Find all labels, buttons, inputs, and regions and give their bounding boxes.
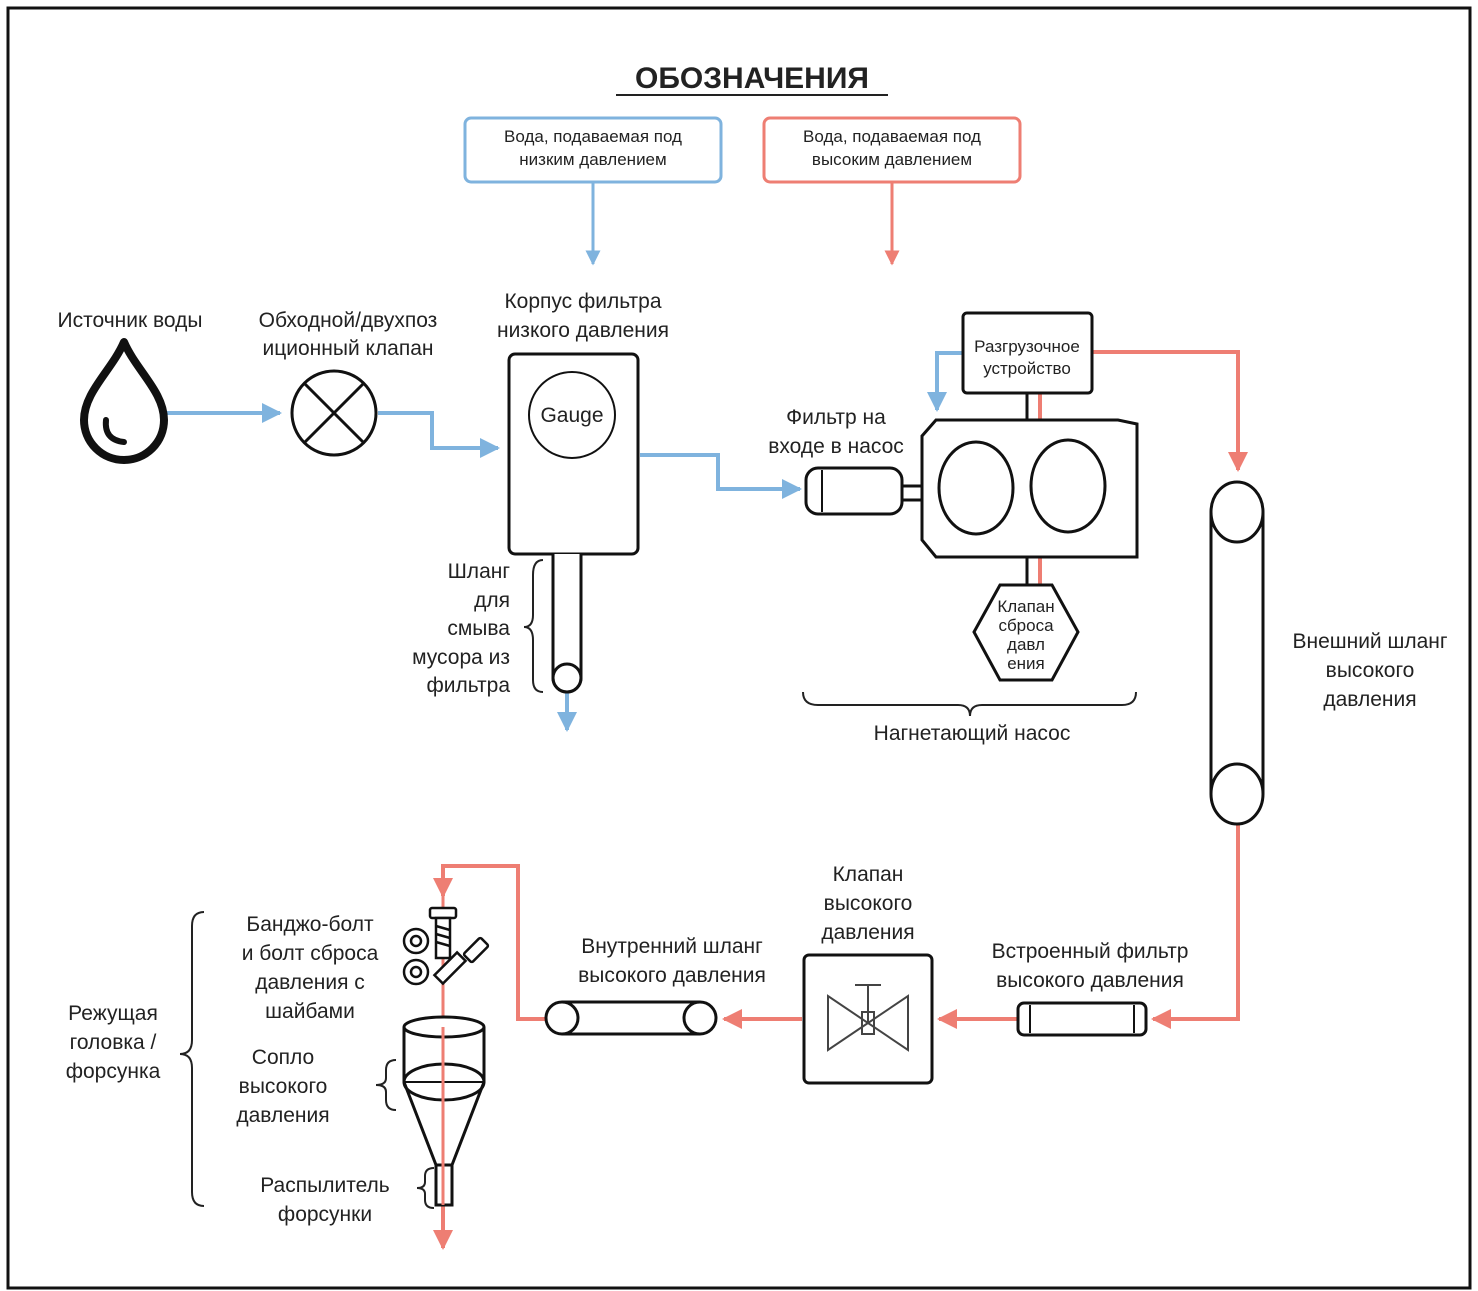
inlet-filter-label-2: входе в насос	[768, 435, 904, 458]
relief-valve-hexagon: Клапан сброса давл ения	[972, 557, 1080, 682]
banjo-bolt-label-1: Банджо-болт	[246, 913, 374, 936]
internal-hose-label-2: высокого давления	[578, 964, 766, 987]
svg-text:для: для	[474, 589, 510, 612]
svg-text:фильтра: фильтра	[426, 674, 510, 697]
cutting-head-label-1: Режущая	[68, 1002, 158, 1025]
inlet-filter-icon	[804, 466, 924, 516]
bypass-valve-label-2: иционный клапан	[262, 337, 433, 360]
water-drop-icon	[80, 338, 168, 464]
nozzle-label-1: Сопло	[252, 1046, 314, 1069]
bypass-valve-label-1: Обходной/двухпоз	[259, 309, 438, 332]
svg-text:сброса: сброса	[998, 616, 1054, 635]
svg-text:низким давлением: низким давлением	[519, 150, 666, 169]
cutting-head-label-2: головка /	[70, 1031, 157, 1054]
svg-text:Разгрузочное: Разгрузочное	[974, 337, 1080, 356]
internal-hose-icon	[544, 1000, 718, 1036]
hp-valve-label-2: высокого	[824, 892, 913, 915]
unloader-box: Разгрузочное устройство	[961, 311, 1094, 420]
filter-housing: Gauge	[507, 352, 640, 694]
cutting-head-brace	[179, 911, 205, 1207]
svg-text:Шланг: Шланг	[448, 560, 511, 583]
inlet-filter-label-1: Фильтр на	[786, 406, 886, 429]
svg-text:высоким давлением: высоким давлением	[812, 150, 972, 169]
flush-hose-label: Шланг для смыва мусора из фильтра	[412, 560, 510, 697]
svg-text:смыва: смыва	[447, 617, 510, 640]
banjo-bolt-label-3: давления с	[255, 971, 365, 994]
high-pressure-pipes	[433, 350, 1248, 1250]
internal-hose-label-1: Внутренний шланг	[581, 935, 763, 958]
hp-valve-label-1: Клапан	[833, 863, 904, 886]
banjo-bolt-label-2: и болт сброса	[242, 942, 379, 965]
hp-valve-label-3: давления	[821, 921, 914, 944]
inline-filter-label-2: высокого давления	[996, 969, 1184, 992]
svg-text:устройство: устройство	[983, 359, 1071, 378]
diagram-frame	[6, 6, 1472, 1290]
nozzle-label-2: высокого	[239, 1075, 328, 1098]
cutting-head-label-3: форсунка	[66, 1060, 161, 1083]
legend-high-pressure: Вода, подаваемая под высоким давлением	[762, 116, 1022, 266]
legend-low-pressure: Вода, подаваемая под низким давлением	[463, 116, 723, 266]
flush-hose-brace	[523, 559, 544, 693]
filter-housing-label-1: Корпус фильтра	[504, 290, 661, 313]
inline-filter-icon	[1016, 1001, 1148, 1037]
svg-text:мусора из: мусора из	[412, 646, 510, 669]
external-hose-label-2: высокого	[1326, 659, 1415, 682]
external-hose-label-3: давления	[1323, 688, 1416, 711]
svg-text:Клапан: Клапан	[997, 597, 1054, 616]
svg-text:Вода, подаваемая под: Вода, подаваемая под	[504, 127, 682, 146]
legend-title: ОБОЗНАЧЕНИЯ	[635, 62, 869, 95]
nozzle-brace	[375, 1059, 397, 1111]
external-hose-icon	[1209, 480, 1265, 826]
atomizer-label-2: форсунки	[278, 1203, 372, 1226]
pump-label: Нагнетающий насос	[874, 722, 1071, 745]
bypass-valve-icon	[290, 369, 378, 457]
svg-text:ения: ения	[1007, 654, 1045, 673]
svg-text:давл: давл	[1007, 635, 1045, 654]
atomizer-label-1: Распылитель	[260, 1174, 390, 1197]
svg-text:Вода, подаваемая под: Вода, подаваемая под	[803, 127, 981, 146]
water-source-label: Источник воды	[58, 309, 203, 332]
nozzle-label-3: давления	[236, 1104, 329, 1127]
atomizer-brace	[416, 1167, 435, 1209]
pump-body	[920, 418, 1139, 559]
banjo-bolt-label-4: шайбами	[265, 1000, 355, 1023]
external-hose-label-1: Внешний шланг	[1292, 630, 1447, 653]
hp-valve-icon	[802, 953, 934, 1085]
gauge-label: Gauge	[540, 404, 603, 427]
filter-housing-label-2: низкого давления	[497, 319, 669, 342]
banjo-bolt-icon	[402, 906, 490, 986]
inline-filter-label-1: Встроенный фильтр	[992, 940, 1189, 963]
pump-brace	[802, 691, 1137, 717]
